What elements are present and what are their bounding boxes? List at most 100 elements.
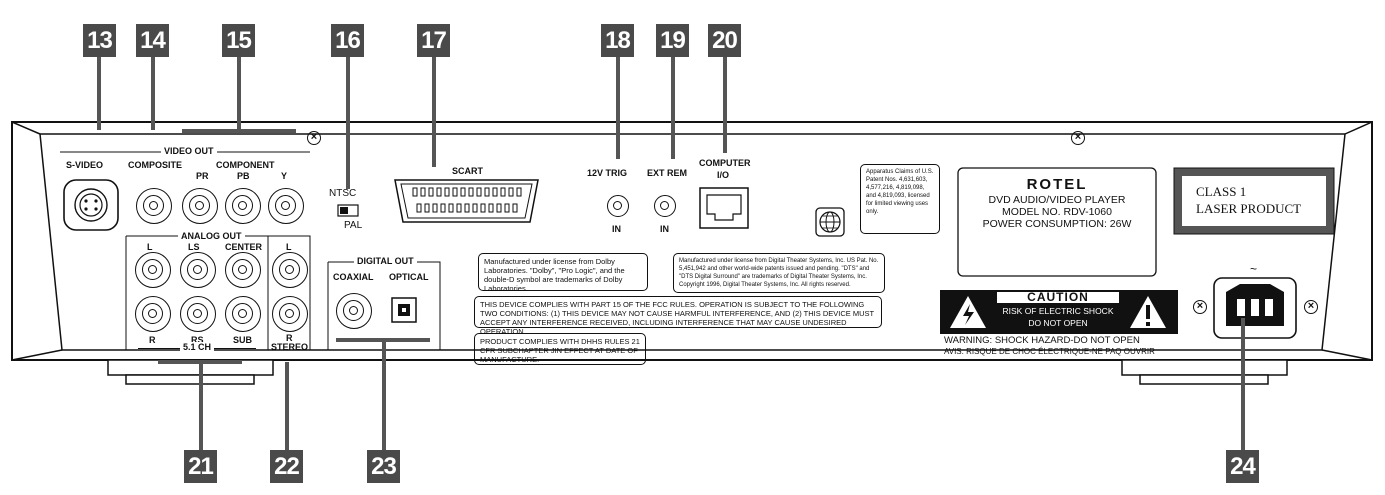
callout-20: 20 — [708, 24, 741, 57]
analog-r-label: R — [149, 335, 156, 345]
svideo-label: S-VIDEO — [66, 160, 104, 170]
callout-23: 23 — [367, 450, 400, 483]
computer-port-icon — [700, 188, 748, 228]
globe-emblem-icon — [816, 208, 844, 236]
optical-label: OPTICAL — [389, 272, 429, 282]
caution-line1: RISK OF ELECTRIC SHOCK — [1002, 306, 1114, 316]
caution-line2: DO NOT OPEN — [1028, 318, 1088, 328]
svideo-connector-icon — [64, 180, 118, 230]
analog-out-title: ANALOG OUT — [178, 231, 245, 241]
leader-23 — [382, 340, 386, 450]
stereo-l-label: L — [286, 242, 292, 252]
callout-19: 19 — [656, 24, 689, 57]
leader-23-bar — [336, 338, 430, 342]
pr-label: PR — [196, 171, 209, 181]
stereo-label: STEREO — [271, 342, 309, 352]
label-line3: POWER CONSUMPTION: 26W — [982, 218, 1132, 230]
callout-17: 17 — [417, 24, 450, 57]
analog-rs-label: RS — [191, 335, 204, 345]
callout-16: 16 — [331, 24, 364, 57]
trig-jack-icon — [607, 195, 629, 217]
ch51-label: 5.1 CH — [180, 342, 215, 352]
callout-15: 15 — [222, 24, 255, 57]
scart-label: SCART — [452, 166, 483, 176]
analog-center-label: CENTER — [225, 242, 263, 252]
coaxial-label: COAXIAL — [333, 272, 374, 282]
composite-label: COMPOSITE — [128, 160, 183, 170]
pal-label: PAL — [344, 220, 363, 231]
callout-24: 24 — [1226, 450, 1259, 483]
stereo-r-label: R — [286, 333, 293, 343]
leader-21 — [199, 362, 203, 450]
leader-16 — [346, 57, 350, 189]
laser-line1: CLASS 1 — [1196, 184, 1247, 199]
analog-l-jack-icon — [135, 252, 171, 288]
leader-21-bar — [158, 360, 242, 364]
callout-13: 13 — [83, 24, 116, 57]
callout-21: 21 — [184, 450, 217, 483]
analog-ls-jack-icon — [180, 252, 216, 288]
dolby-notice: Manufactured under license from Dolby La… — [478, 253, 648, 293]
screw-icon: × — [1071, 131, 1085, 145]
computer-label: COMPUTER — [699, 158, 751, 168]
component-label: COMPONENT — [216, 160, 275, 170]
screw-icon: × — [307, 131, 321, 145]
pb-label: PB — [237, 171, 250, 181]
coaxial-jack-icon — [336, 293, 372, 329]
video-out-title: VIDEO OUT — [161, 146, 217, 156]
avis-text: AVIS: RISQUE DE CHOC ÉLECTRIQUE-NE PAQ O… — [944, 347, 1155, 356]
leader-15 — [237, 57, 241, 129]
leader-13 — [97, 57, 101, 130]
callout-22: 22 — [270, 450, 303, 483]
screw-icon: × — [1304, 300, 1318, 314]
analog-r-jack-icon — [135, 296, 171, 332]
pr-jack-icon — [182, 188, 218, 224]
stereo-r-jack-icon — [272, 296, 308, 332]
extrem-jack-icon — [654, 195, 676, 217]
analog-sub-jack-icon — [225, 296, 261, 332]
label-line1: DVD AUDIO/VIDEO PLAYER — [988, 194, 1126, 206]
analog-rs-jack-icon — [180, 296, 216, 332]
ac-symbol: ~ — [1250, 262, 1258, 276]
leader-24 — [1241, 318, 1245, 450]
scart-connector-icon — [395, 180, 538, 222]
fcc-notice: THIS DEVICE COMPLIES WITH PART 15 OF THE… — [474, 296, 882, 336]
leader-18 — [616, 57, 620, 159]
leader-15-bar — [182, 129, 296, 133]
extrem-in-label: IN — [660, 224, 669, 234]
leader-20 — [723, 57, 727, 153]
leader-14 — [151, 57, 155, 130]
leader-17 — [432, 57, 436, 167]
ntsc-pal-switch[interactable] — [338, 205, 358, 216]
optical-port-icon — [392, 298, 416, 322]
trig-label: 12V TRIG — [587, 168, 628, 178]
exclamation-triangle-icon — [1130, 296, 1166, 328]
power-inlet-icon — [1214, 278, 1296, 338]
y-label: Y — [281, 171, 288, 181]
y-jack-icon — [268, 188, 304, 224]
label-line2: MODEL NO. RDV-1060 — [1002, 206, 1112, 218]
leader-19 — [671, 57, 675, 159]
warning-triangle-icon — [950, 296, 986, 328]
composite-jack-icon — [136, 188, 172, 224]
laser-line2: LASER PRODUCT — [1196, 201, 1302, 216]
trig-in-label: IN — [612, 224, 621, 234]
analog-center-jack-icon — [225, 252, 261, 288]
analog-ls-label: LS — [188, 242, 200, 252]
callout-18: 18 — [601, 24, 634, 57]
dts-notice: Manufactured under license from Digital … — [673, 253, 885, 293]
patent-notice: Apparatus Claims of U.S. Patent Nos. 4,6… — [860, 164, 940, 234]
analog-sub-label: SUB — [233, 335, 253, 345]
computer-io-label: I/O — [717, 170, 730, 180]
digital-out-title: DIGITAL OUT — [354, 256, 417, 266]
brand-logo: ROTEL — [1026, 176, 1088, 193]
screw-icon: × — [1193, 300, 1207, 314]
warning-text: WARNING: SHOCK HAZARD-DO NOT OPEN — [944, 335, 1140, 346]
analog-l-label: L — [147, 242, 153, 252]
pb-jack-icon — [225, 188, 261, 224]
extrem-label: EXT REM — [647, 168, 688, 178]
callout-14: 14 — [136, 24, 169, 57]
caution-title: CAUTION — [1027, 290, 1089, 304]
ntsc-label: NTSC — [329, 188, 357, 199]
